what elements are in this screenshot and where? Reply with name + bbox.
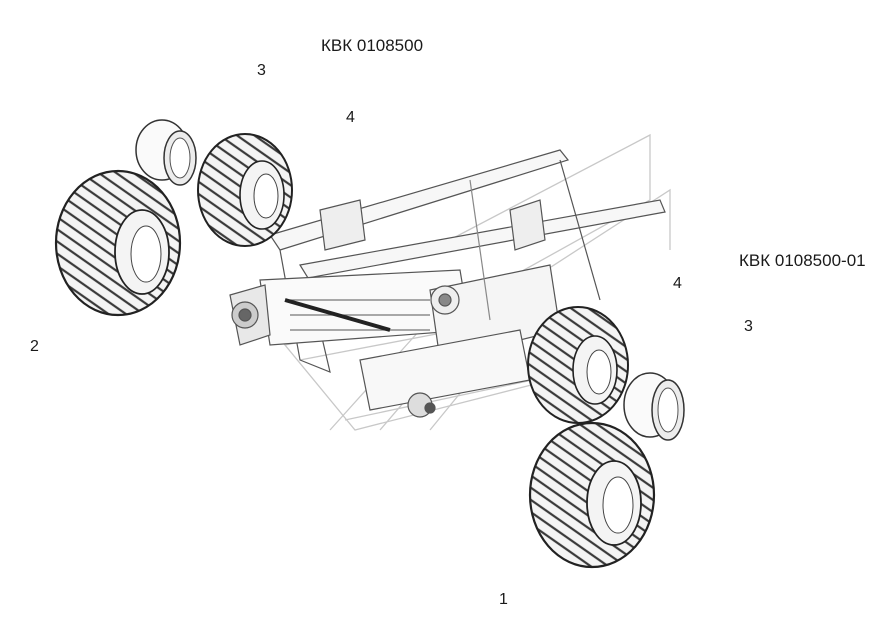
rim-top-left [135, 119, 197, 186]
callout-4-top: 4 [346, 109, 355, 126]
callout-4-right: 4 [673, 275, 682, 292]
tyre-bottom-large [528, 421, 656, 569]
callout-1: 1 [499, 591, 508, 608]
variant-label-a: КВК 0108500 [321, 36, 424, 55]
callout-3-right: 3 [744, 318, 753, 335]
tyre-top-middle [197, 133, 293, 247]
tyre-right-middle [527, 306, 629, 424]
tyre-left-large [54, 169, 182, 317]
callout-3-top: 3 [257, 62, 266, 79]
callout-2: 2 [30, 338, 39, 355]
variant-label-b: КВК 0108500-01 [739, 251, 866, 270]
rim-right [623, 372, 685, 441]
chassis-frame [229, 149, 666, 418]
